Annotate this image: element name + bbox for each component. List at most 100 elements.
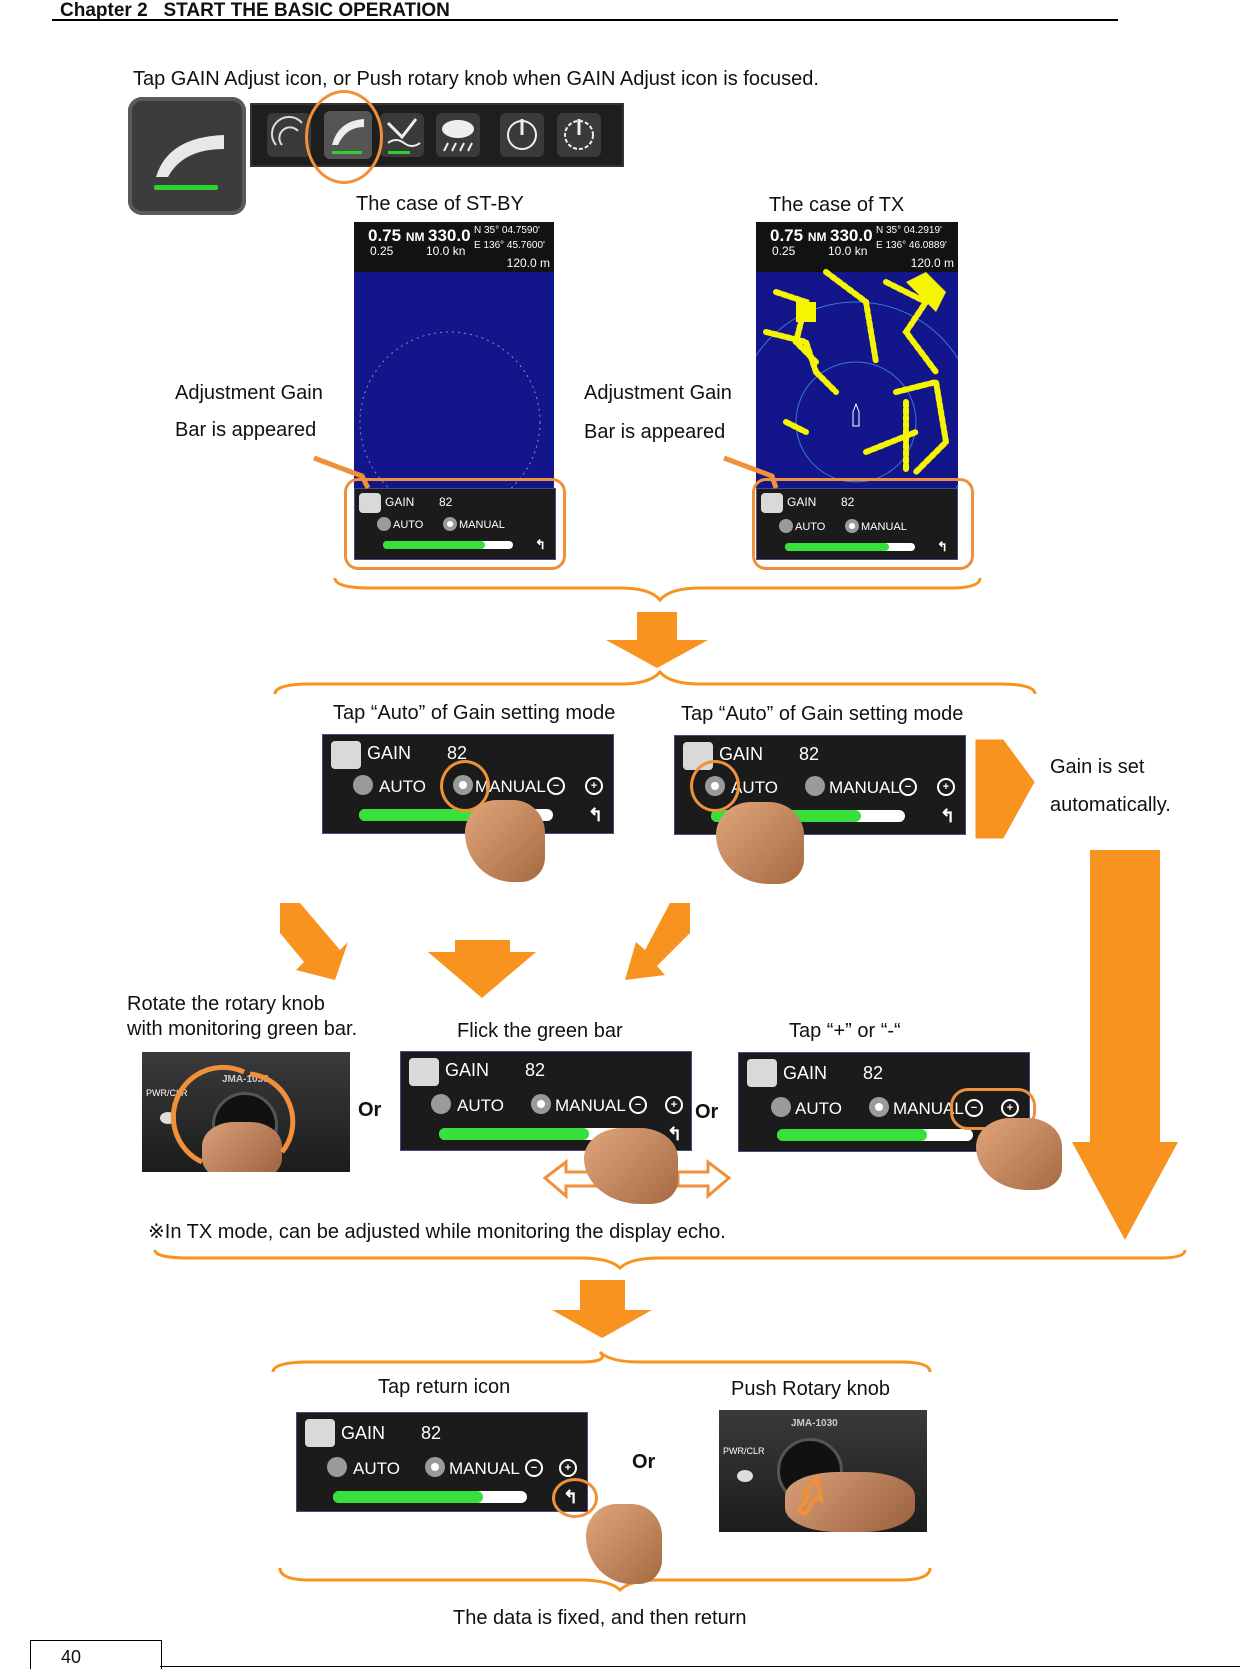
gain-title: GAIN — [367, 743, 412, 763]
gain-bar-fill — [439, 1128, 589, 1140]
return-icon[interactable]: ↰ — [940, 806, 956, 826]
chapter-header: Chapter 2 START THE BASIC OPERATION — [60, 0, 450, 22]
chapter-title: START THE BASIC OPERATION — [163, 0, 450, 21]
gain-icon — [359, 493, 381, 513]
gain-title: GAIN — [719, 744, 764, 764]
auto-radio[interactable] — [327, 1457, 347, 1477]
highlight-ring-auto — [690, 760, 740, 812]
speed-value: 10.0 kn — [426, 244, 466, 258]
page-number-box: 40 — [30, 1640, 162, 1669]
manual-label: MANUAL — [829, 778, 900, 797]
push-rotary-caption: Push Rotary knob — [731, 1378, 890, 1400]
echo-display — [756, 269, 958, 543]
speed-value: 10.0 kn — [828, 244, 868, 258]
or-label-3: Or — [632, 1451, 656, 1473]
heading-value: 330.0 — [428, 226, 471, 245]
tap-auto-caption-2: Tap “Auto” of Gain setting mode — [681, 703, 964, 725]
manual-label: MANUAL — [449, 1459, 520, 1478]
highlight-box-tx — [752, 478, 974, 570]
auto-radio[interactable] — [779, 519, 793, 533]
return-icon[interactable]: ↰ — [588, 805, 604, 825]
tap-plus-minus-caption: Tap “+” or “-“ — [789, 1020, 901, 1042]
manual-label: MANUAL — [893, 1099, 964, 1118]
gain-icon — [305, 1419, 335, 1447]
callout-stby-line1: Adjustment Gain — [175, 382, 323, 404]
plus-button[interactable]: + — [1001, 1099, 1019, 1117]
auto-radio[interactable] — [353, 775, 373, 795]
rotate-caption-line2: with monitoring green bar. — [127, 1018, 358, 1040]
auto-label: AUTO — [795, 1099, 842, 1118]
gain-value: 82 — [421, 1423, 442, 1443]
gain-title: GAIN — [787, 495, 817, 509]
longitude: E 136° 46.0889' — [876, 240, 947, 251]
range-unit: NM — [807, 230, 827, 244]
callout-tx-line2: Bar is appeared — [584, 421, 726, 443]
auto-label: AUTO — [379, 777, 426, 796]
hand-photo — [202, 1122, 282, 1172]
plus-button[interactable]: + — [937, 778, 955, 796]
minus-button[interactable]: − — [629, 1096, 647, 1114]
gain-bar-fill — [333, 1491, 483, 1503]
auto-label: AUTO — [457, 1096, 504, 1115]
highlight-ring-return — [552, 1478, 598, 1518]
return-icon[interactable]: ↰ — [937, 539, 948, 554]
gain-auto-line2: automatically. — [1050, 794, 1171, 816]
callout-tx-line1: Adjustment Gain — [584, 382, 732, 404]
plus-button[interactable]: + — [585, 777, 603, 795]
manual-label: MANUAL — [459, 519, 505, 531]
latitude: N 35° 04.2919' — [876, 225, 942, 236]
gain-title: GAIN — [341, 1423, 386, 1443]
page-number: 40 — [61, 1647, 82, 1667]
auto-label: AUTO — [731, 778, 778, 797]
gain-value: 82 — [439, 495, 453, 509]
gain-adjust-icon-large[interactable] — [128, 97, 246, 215]
gain-bar-fill — [785, 543, 889, 551]
intro-text: Tap GAIN Adjust icon, or Push rotary kno… — [133, 68, 819, 90]
manual-radio[interactable] — [531, 1094, 551, 1114]
return-icon[interactable]: ↰ — [535, 537, 546, 552]
distance: 120.0 m — [506, 256, 550, 270]
gain-panel-return: GAIN 82 AUTO MANUAL − + ↰ — [296, 1412, 588, 1512]
manual-radio[interactable] — [845, 519, 859, 533]
highlight-box-stby — [344, 478, 566, 570]
latitude: N 35° 04.7590' — [474, 225, 540, 236]
manual-label: MANUAL — [555, 1096, 626, 1115]
manual-radio[interactable] — [805, 776, 825, 796]
pwr-button[interactable] — [737, 1470, 753, 1482]
return-icon[interactable]: ↰ — [667, 1124, 683, 1144]
gain-value: 82 — [525, 1060, 546, 1080]
auto-radio[interactable] — [771, 1097, 791, 1117]
heading-value: 330.0 — [830, 226, 873, 245]
manual-radio[interactable] — [443, 517, 457, 531]
flick-caption: Flick the green bar — [457, 1020, 623, 1042]
plus-button[interactable]: + — [559, 1459, 577, 1477]
auto-radio[interactable] — [377, 517, 391, 531]
plus-button[interactable]: + — [665, 1096, 683, 1114]
rotary-knob-photo-push: PWR/CLR JMA-1030 — [719, 1410, 927, 1532]
gain-icon — [761, 493, 783, 513]
gain-bar-fill — [383, 541, 485, 549]
gain-icon — [747, 1059, 777, 1087]
gain-curve-icon — [154, 135, 224, 190]
model-label: JMA-1030 — [222, 1074, 269, 1085]
case-stby-title: The case of ST-BY — [356, 193, 524, 215]
minus-button[interactable]: − — [899, 778, 917, 796]
minus-button[interactable]: − — [525, 1459, 543, 1477]
manual-radio[interactable] — [425, 1457, 445, 1477]
rotate-arrows — [170, 1064, 296, 1165]
gain-panel-tx: GAIN 82 AUTO MANUAL ↰ — [756, 488, 958, 560]
auto-radio[interactable] — [431, 1094, 451, 1114]
minus-button[interactable]: − — [965, 1099, 983, 1117]
gain-value: 82 — [863, 1063, 884, 1083]
manual-radio[interactable] — [869, 1097, 889, 1117]
radar-status-bar: 0.75 NM 0.25 330.0 10.0 kn N 35° 04.7590… — [354, 222, 554, 272]
gain-panel-flick: GAIN 82 AUTO MANUAL − + ↰ — [400, 1051, 692, 1151]
standby-ring — [359, 331, 541, 513]
or-label-2: Or — [695, 1101, 719, 1123]
pwr-label: PWR/CLR — [723, 1446, 765, 1456]
minus-button[interactable]: − — [547, 777, 565, 795]
auto-label: AUTO — [393, 519, 424, 531]
case-tx-title: The case of TX — [769, 194, 905, 216]
push-arrow — [796, 1473, 824, 1517]
